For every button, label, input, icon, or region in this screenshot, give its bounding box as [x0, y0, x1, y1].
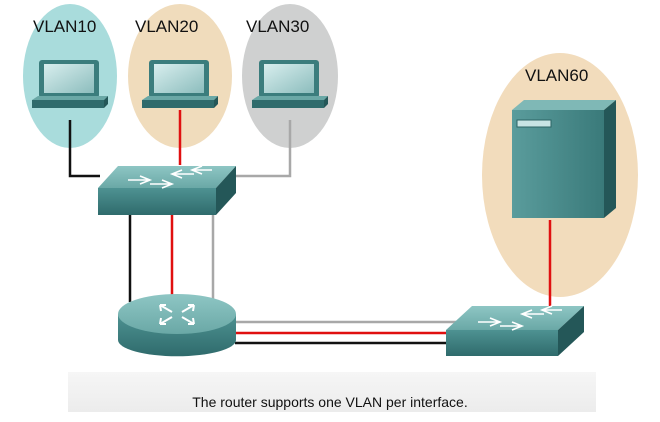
vlan10-label: VLAN10 — [33, 17, 97, 36]
caption-background — [68, 372, 596, 412]
vlan10-link — [68, 120, 100, 178]
vlan20-label: VLAN20 — [135, 17, 199, 36]
switch-icon — [446, 305, 584, 356]
switch-icon — [98, 165, 236, 215]
vlan60-label: VLAN60 — [525, 66, 589, 85]
diagram-caption: The router supports one VLAN per interfa… — [192, 394, 468, 410]
vlan30-label: VLAN30 — [246, 17, 310, 36]
pc-icon — [32, 60, 108, 108]
vlan30-link — [236, 120, 292, 178]
server-icon — [512, 100, 616, 218]
router-icon — [118, 294, 236, 357]
pc-icon — [142, 60, 218, 108]
pc-icon — [252, 60, 328, 108]
